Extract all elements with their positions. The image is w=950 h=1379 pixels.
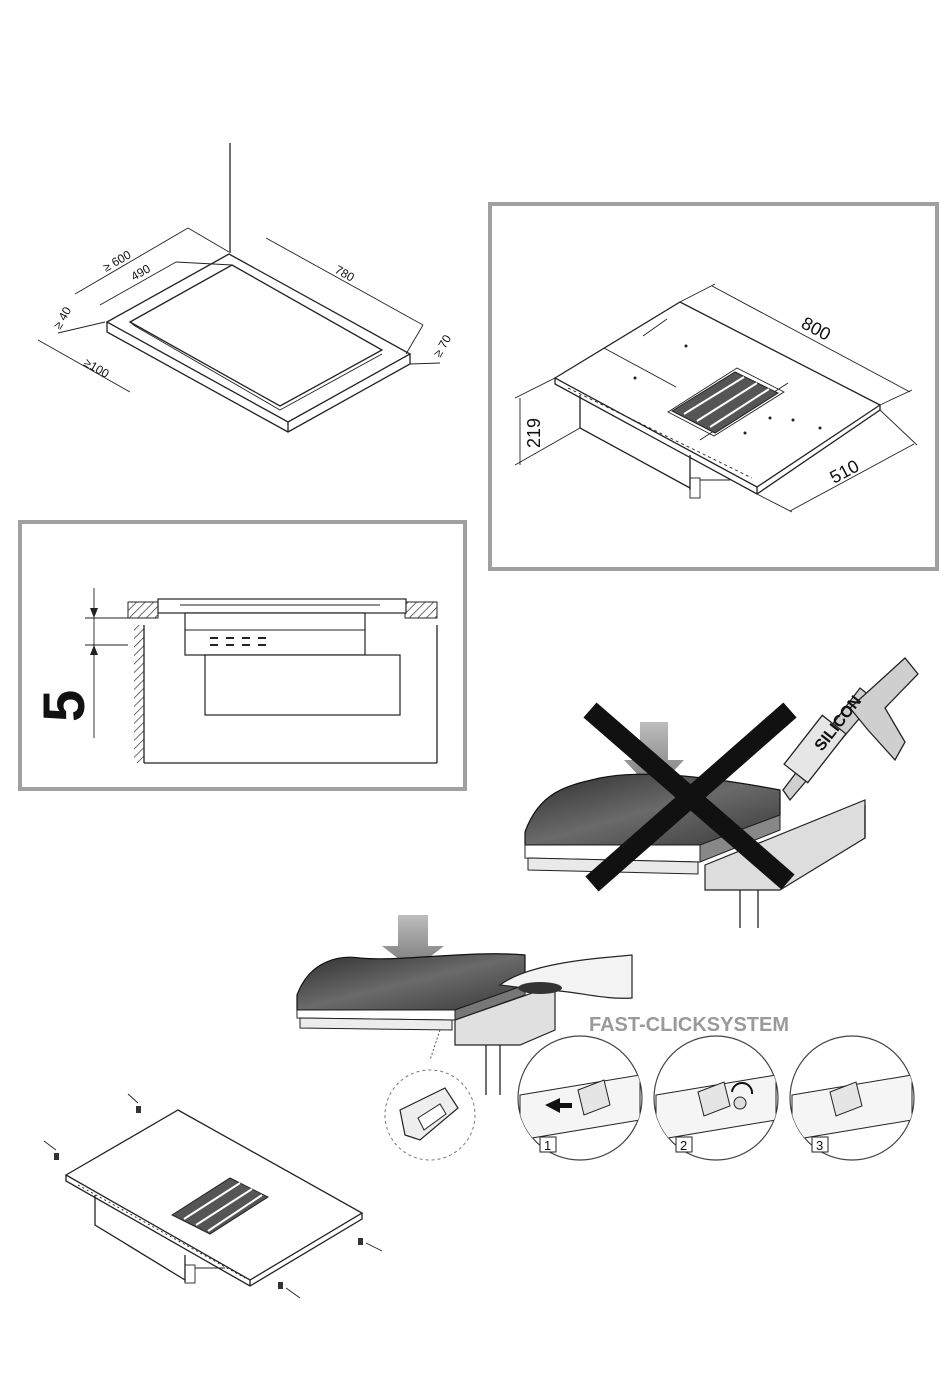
step-1: 1 (518, 1036, 642, 1160)
dim-width: 490 (129, 261, 154, 283)
dim-appliance-depth: 510 (826, 456, 862, 488)
fast-click-title: FAST-CLICKSYSTEM (589, 1014, 789, 1036)
worktop-top (107, 254, 410, 422)
clip-icon (128, 1094, 141, 1113)
step-2: 2 (654, 1036, 778, 1160)
dim-min-side: ≥ 70 (430, 332, 454, 359)
hob-clip-positions (44, 1094, 382, 1298)
clip-icon (44, 1141, 59, 1160)
clip-icon (358, 1238, 382, 1251)
clip-icon (278, 1282, 300, 1298)
cutout-outline (130, 265, 382, 406)
dim-appliance-height: 219 (524, 418, 544, 448)
cutout-diagram: ≥ 600 490 780 ≥ 40 ≥ 70 ≥100 (38, 143, 454, 432)
appliance-body (205, 655, 400, 715)
silicone-warning-illustration: SILICON (525, 658, 918, 928)
dim-min-back: ≥100 (82, 355, 112, 381)
step-number: 1 (544, 1138, 551, 1153)
control-unit (185, 613, 365, 655)
appliance-dimensions-panel: 800 510 219 (490, 204, 937, 569)
worktop-edge (107, 322, 410, 432)
dim-length: 780 (333, 262, 358, 284)
dim-min-front: ≥ 40 (50, 304, 74, 331)
silicone-gun-icon: SILICON (783, 658, 918, 800)
step-3: 3 (790, 1036, 914, 1160)
step-number: 3 (816, 1138, 823, 1153)
step-number: 2 (680, 1138, 687, 1153)
vent-grille (172, 1178, 268, 1234)
dim-appliance-length: 800 (798, 313, 834, 345)
clearance-value: 5 (32, 690, 97, 722)
hob-glass-section (158, 599, 406, 613)
clearance-panel: 5 (20, 522, 465, 789)
